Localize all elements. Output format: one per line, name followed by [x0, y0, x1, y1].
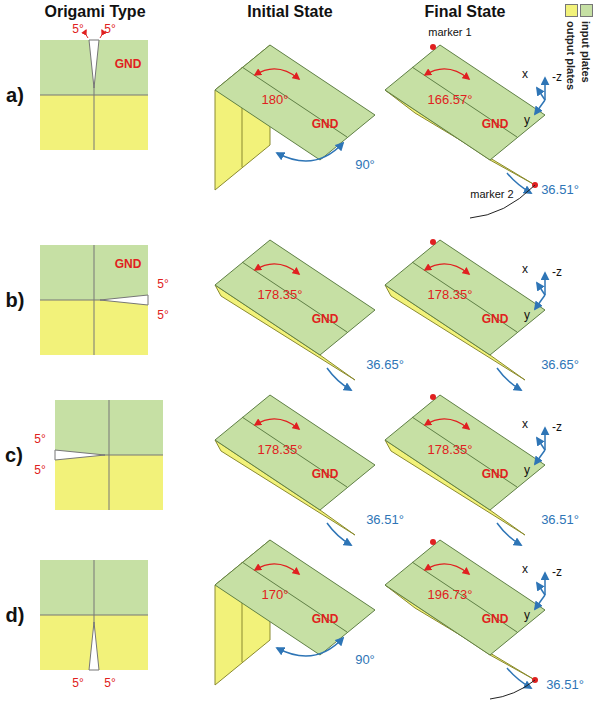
input-angle: 166.57° [428, 93, 473, 107]
slit-angle: 5° [72, 23, 83, 36]
row-letter: a) [6, 84, 24, 106]
input-angle: 180° [262, 93, 289, 107]
input-angle: 178.35° [258, 288, 303, 302]
ground-label: GND [312, 313, 339, 326]
slit-angle: 5° [34, 433, 45, 446]
marker-dot [430, 394, 436, 400]
row-letter: d) [6, 604, 25, 626]
axis-label: x [522, 563, 528, 576]
axis-label: x [522, 263, 528, 276]
origami-type-a [40, 30, 148, 150]
axis-label: x [522, 418, 528, 431]
axes [535, 573, 545, 609]
ground-label: GND [482, 468, 509, 481]
slit-angle: 5° [104, 23, 115, 36]
ground-label: GND [115, 258, 142, 271]
origami-type-c [55, 400, 163, 510]
initial-state-c [215, 395, 375, 545]
input-angle: 178.35° [428, 443, 473, 457]
trajectory [490, 680, 535, 699]
output-angle: 36.51° [541, 183, 579, 197]
legend-swatch [565, 4, 578, 17]
final-state-b [385, 240, 545, 390]
output-angle: 36.51° [546, 678, 584, 692]
axes [535, 428, 545, 464]
column-header: Initial State [247, 3, 332, 21]
row-letter: b) [6, 289, 25, 311]
axis-label: -z [552, 421, 562, 434]
origami-type-d [40, 560, 148, 670]
legend: input platesoutput plates [564, 4, 594, 90]
input-angle: 178.35° [428, 288, 473, 302]
marker-label: marker 2 [470, 188, 513, 200]
axis-label: -z [552, 566, 562, 579]
output-angle: 36.65° [541, 358, 579, 372]
trajectory [470, 185, 535, 218]
ground-label: GND [482, 613, 509, 626]
row-letter: c) [5, 444, 23, 466]
ground-label: GND [482, 118, 509, 131]
legend-text: output plates [566, 21, 578, 90]
ground-label: GND [312, 118, 339, 131]
ground-label: GND [312, 468, 339, 481]
slit-angle: 5° [34, 464, 45, 477]
output-angle: 36.51° [541, 513, 579, 527]
slit-angle: 5° [72, 677, 83, 690]
legend-item: output plates [564, 4, 579, 90]
legend-text: input plates [581, 21, 593, 83]
ground-label: GND [115, 58, 142, 71]
slit-angle: 5° [104, 677, 115, 690]
slit-angle: 5° [157, 309, 168, 322]
output-angle: 90° [355, 653, 375, 667]
axis-label: y [524, 309, 530, 322]
axis-label: -z [552, 266, 562, 279]
column-header: Origami Type [44, 3, 145, 21]
output-angle: 36.65° [366, 358, 404, 372]
final-state-d [385, 540, 545, 688]
axes [535, 78, 545, 114]
final-state-a [385, 45, 545, 193]
input-angle: 178.35° [258, 443, 303, 457]
axis-label: y [524, 609, 530, 622]
ground-label: GND [312, 613, 339, 626]
axes [535, 273, 545, 309]
initial-state-d [215, 540, 375, 685]
column-header: Final State [425, 3, 506, 21]
marker-dot [430, 239, 436, 245]
initial-state-a [215, 45, 375, 190]
axis-label: y [524, 464, 530, 477]
marker-label: marker 1 [428, 26, 471, 38]
initial-state-b [215, 240, 375, 390]
axis-label: y [524, 114, 530, 127]
output-angle: 36.51° [366, 513, 404, 527]
legend-swatch [580, 4, 593, 17]
axis-label: x [522, 68, 528, 81]
legend-item: input plates [579, 4, 594, 90]
slit-angle: 5° [157, 278, 168, 291]
marker-dot [430, 539, 436, 545]
input-angle: 170° [262, 588, 289, 602]
marker-dot [430, 44, 436, 50]
final-state-c [385, 395, 545, 545]
input-angle: 196.73° [428, 588, 473, 602]
ground-label: GND [482, 313, 509, 326]
output-angle: 90° [355, 158, 375, 172]
origami-type-b [40, 245, 148, 355]
axis-label: -z [552, 71, 562, 84]
